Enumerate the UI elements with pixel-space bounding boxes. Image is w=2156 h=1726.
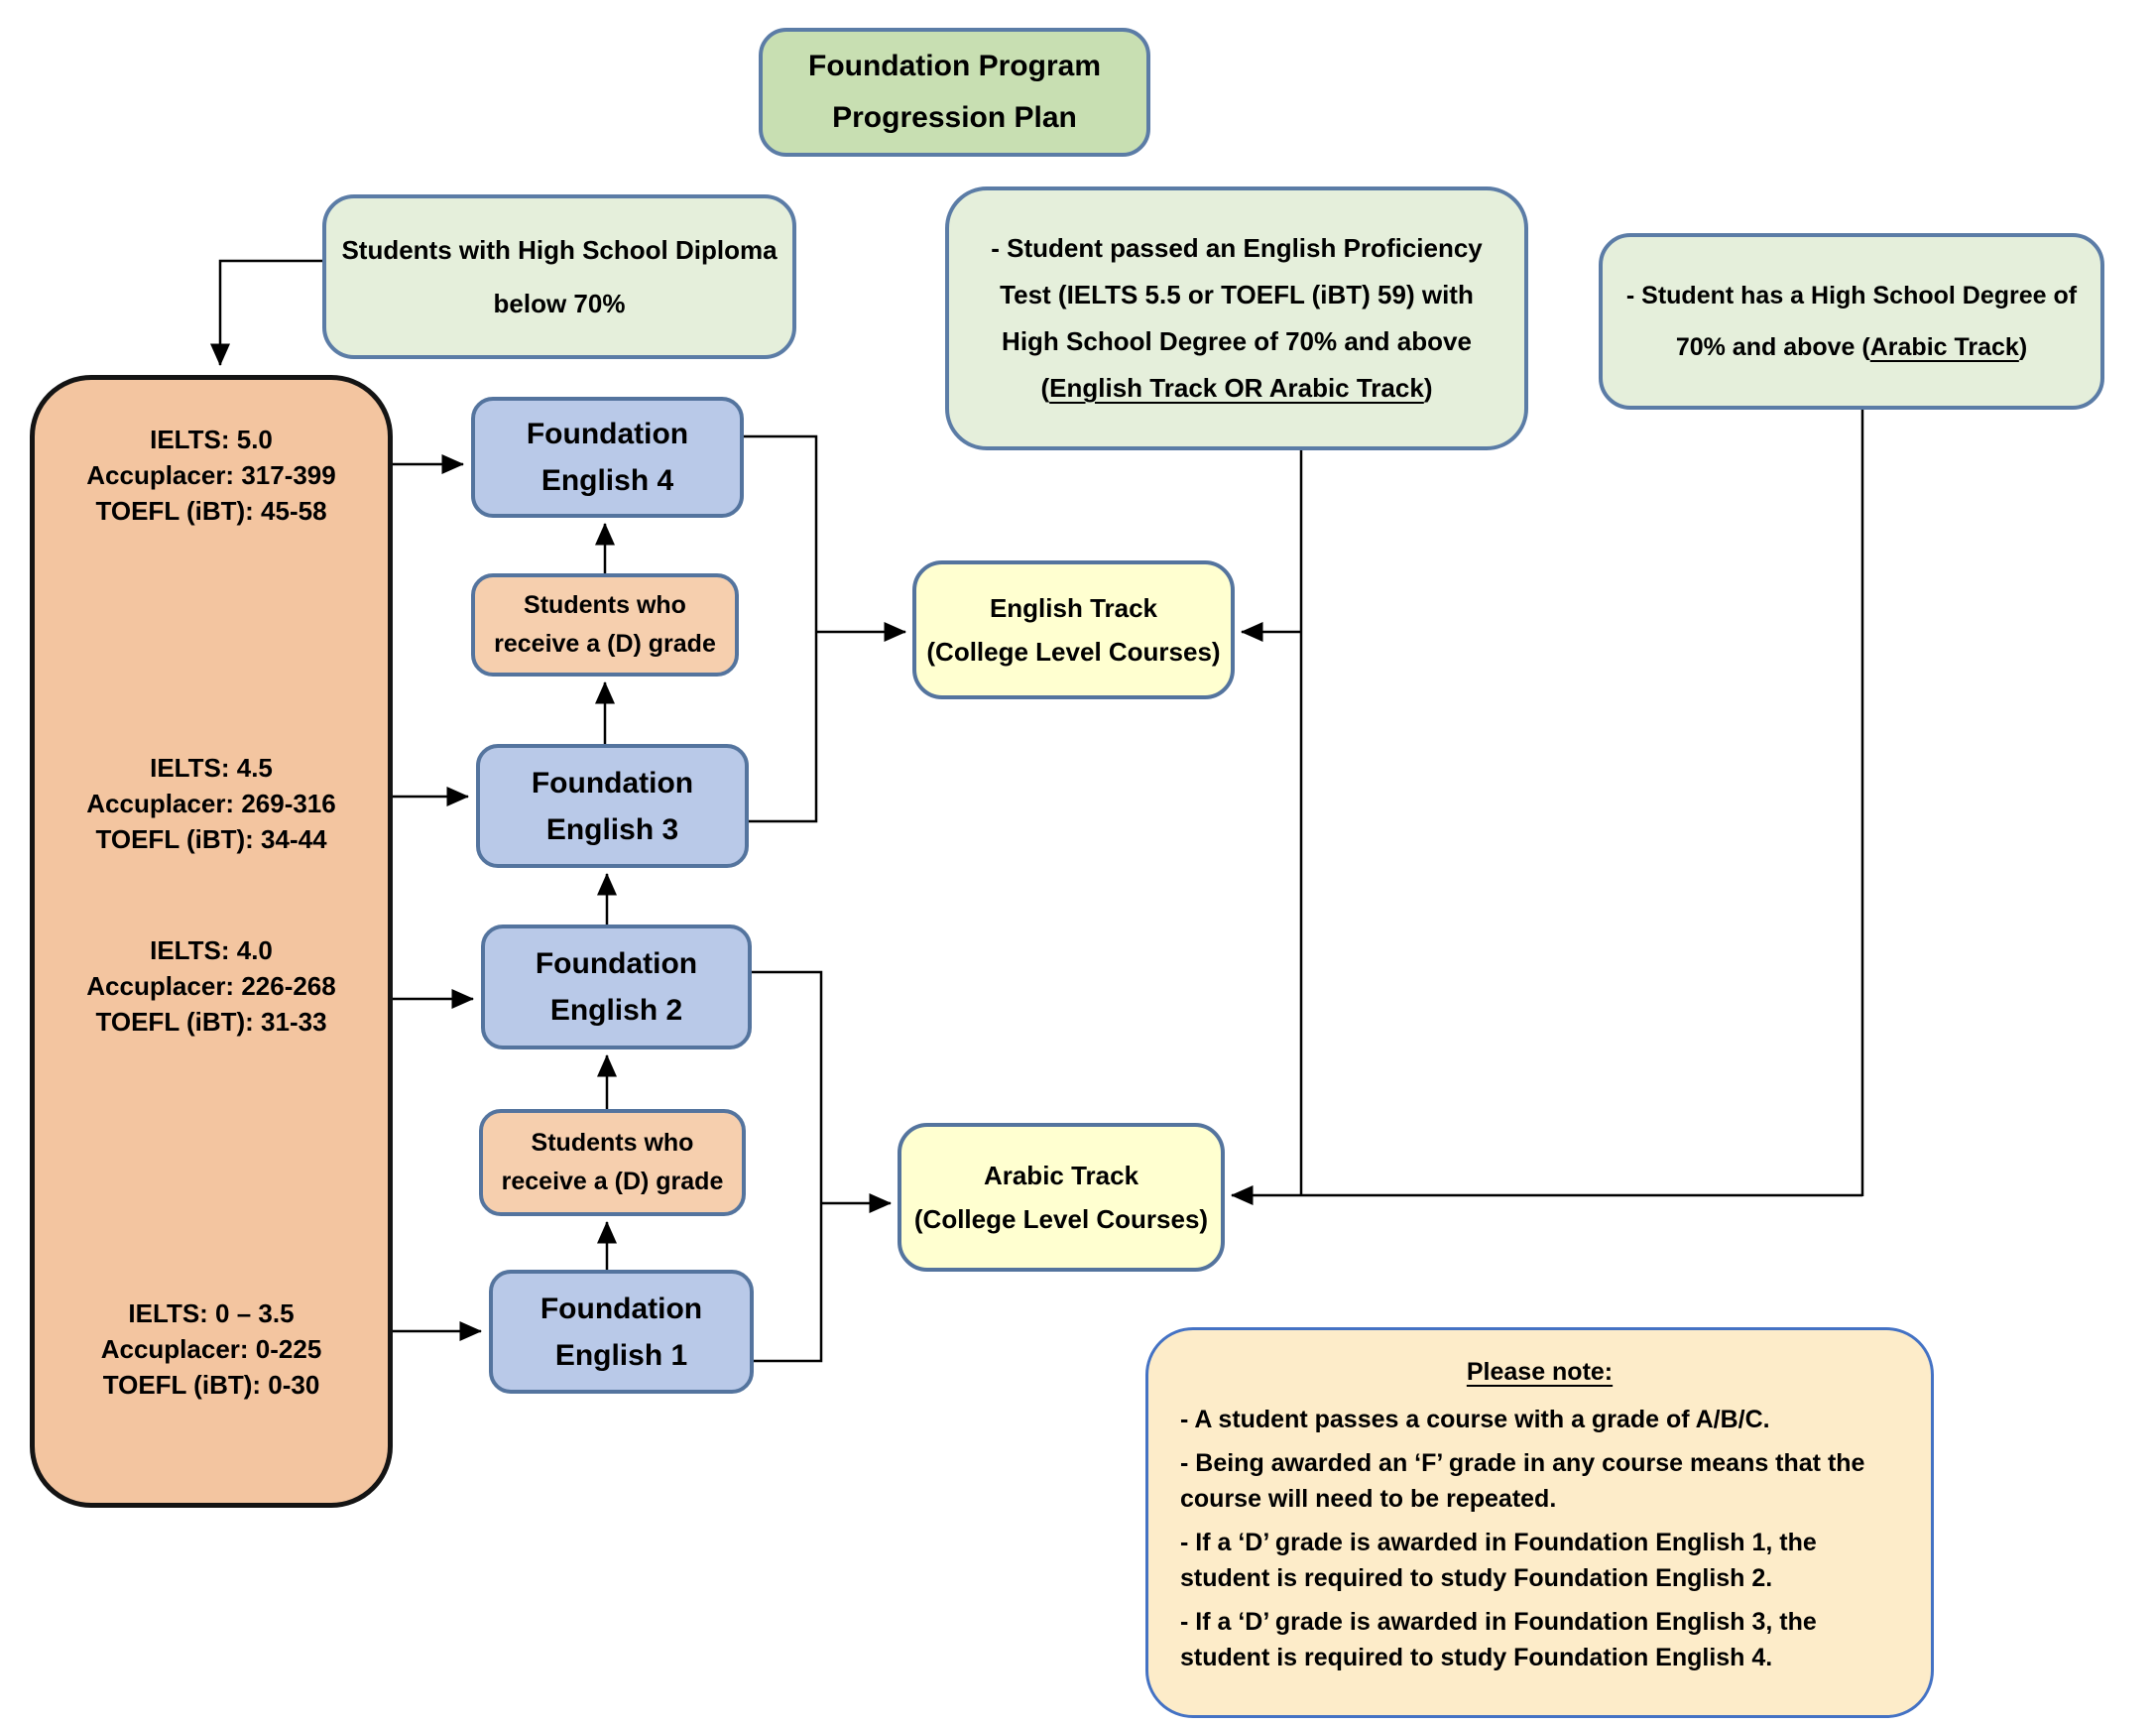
entry-below-70-line1: Students with High School Diploma bbox=[341, 235, 778, 265]
d-grade-line1: Students who bbox=[531, 1129, 694, 1157]
track-line2: (College Level Courses) bbox=[926, 637, 1221, 667]
accuplacer-score: Accuplacer: 226-268 bbox=[86, 971, 336, 1001]
note-item: - Being awarded an ‘F’ grade in any cour… bbox=[1180, 1449, 1865, 1513]
note-item: - If a ‘D’ grade is awarded in Foundatio… bbox=[1180, 1608, 1817, 1671]
course-foundation-english-1: Foundation English 1 bbox=[489, 1270, 754, 1394]
course-line2: English 3 bbox=[545, 812, 679, 846]
placement-level-fe4: IELTS: 5.0 Accuplacer: 317-399 TOEFL (iB… bbox=[35, 422, 388, 529]
d-grade-line2: receive a (D) grade bbox=[501, 1168, 724, 1195]
d-grade-note-upper: Students who receive a (D) grade bbox=[471, 573, 739, 677]
toefl-score: TOEFL (iBT): 45-58 bbox=[95, 496, 327, 526]
course-line2: English 4 bbox=[540, 464, 674, 497]
track-line1: Arabic Track bbox=[983, 1161, 1139, 1190]
line-arabic-collector bbox=[752, 970, 823, 1363]
entry-arabic-degree-line1: - Student has a High School Degree of bbox=[1625, 282, 2078, 309]
course-line1: Foundation bbox=[539, 1292, 703, 1325]
course-line2: English 1 bbox=[554, 1338, 688, 1372]
entry-proficiency-line4: (English Track OR Arabic Track) bbox=[1040, 373, 1433, 403]
toefl-score: TOEFL (iBT): 31-33 bbox=[95, 1007, 327, 1037]
ielts-score: IELTS: 4.0 bbox=[150, 935, 273, 965]
entry-proficiency-line1: - Student passed an English Proficiency bbox=[991, 233, 1483, 263]
entry-below-70-line2: below 70% bbox=[493, 289, 626, 318]
line-english-collector bbox=[744, 434, 818, 823]
placement-scores-box: IELTS: 5.0 Accuplacer: 317-399 TOEFL (iB… bbox=[30, 375, 393, 1508]
entry-below-70-box: Students with High School Diploma below … bbox=[322, 194, 796, 359]
accuplacer-score: Accuplacer: 317-399 bbox=[86, 460, 336, 490]
course-line1: Foundation bbox=[535, 947, 698, 980]
toefl-score: TOEFL (iBT): 34-44 bbox=[95, 824, 327, 854]
track-line2: (College Level Courses) bbox=[913, 1204, 1209, 1234]
english-track-box: English Track (College Level Courses) bbox=[912, 560, 1235, 699]
course-line2: English 2 bbox=[549, 994, 683, 1027]
track-line1: English Track bbox=[989, 593, 1158, 623]
d-grade-note-lower: Students who receive a (D) grade bbox=[479, 1109, 746, 1216]
course-foundation-english-2: Foundation English 2 bbox=[481, 925, 752, 1049]
placement-level-fe2: IELTS: 4.0 Accuplacer: 226-268 TOEFL (iB… bbox=[35, 932, 388, 1040]
entry-proficiency-line2: Test (IELTS 5.5 or TOEFL (iBT) 59) with bbox=[1000, 280, 1474, 309]
arrow-below70-to-placement bbox=[210, 259, 324, 366]
d-grade-line1: Students who bbox=[524, 591, 686, 619]
course-foundation-english-3: Foundation English 3 bbox=[476, 744, 749, 868]
course-line1: Foundation bbox=[531, 766, 694, 800]
course-line1: Foundation bbox=[526, 418, 689, 450]
ielts-score: IELTS: 4.5 bbox=[150, 753, 273, 783]
accuplacer-score: Accuplacer: 269-316 bbox=[86, 789, 336, 818]
entry-arabic-degree-line2: 70% and above (Arabic Track) bbox=[1675, 333, 2028, 361]
placement-level-fe1: IELTS: 0 – 3.5 Accuplacer: 0-225 TOEFL (… bbox=[35, 1295, 388, 1403]
d-grade-line2: receive a (D) grade bbox=[494, 630, 716, 658]
ielts-score: IELTS: 0 – 3.5 bbox=[128, 1298, 295, 1328]
toefl-score: TOEFL (iBT): 0-30 bbox=[102, 1370, 320, 1400]
ielts-score: IELTS: 5.0 bbox=[150, 425, 273, 454]
entry-proficiency-box: - Student passed an English Proficiency … bbox=[945, 186, 1528, 450]
note-item: - If a ‘D’ grade is awarded in Foundatio… bbox=[1180, 1529, 1817, 1592]
note-item: - A student passes a course with a grade… bbox=[1180, 1406, 1770, 1433]
course-foundation-english-4: Foundation English 4 bbox=[471, 397, 744, 518]
diagram-title-line2: Progression Plan bbox=[832, 101, 1077, 134]
diagram-title-line1: Foundation Program bbox=[808, 50, 1101, 82]
accuplacer-score: Accuplacer: 0-225 bbox=[100, 1334, 322, 1364]
please-note-box: Please note: - A student passes a course… bbox=[1145, 1327, 1934, 1718]
diagram-title: Foundation Program Progression Plan bbox=[759, 28, 1150, 157]
placement-level-fe3: IELTS: 4.5 Accuplacer: 269-316 TOEFL (iB… bbox=[35, 750, 388, 857]
entry-proficiency-line3: High School Degree of 70% and above bbox=[1002, 326, 1472, 356]
note-heading: Please note: bbox=[1466, 1358, 1614, 1386]
entry-arabic-degree-box: - Student has a High School Degree of 70… bbox=[1599, 233, 2104, 410]
arabic-track-box: Arabic Track (College Level Courses) bbox=[898, 1123, 1225, 1272]
